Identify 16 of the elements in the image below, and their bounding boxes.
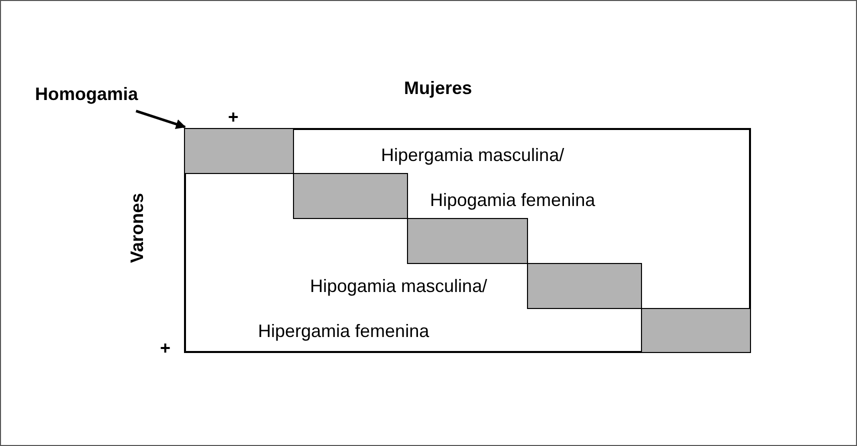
shaded-cell [527, 263, 642, 309]
shaded-cell [407, 218, 528, 264]
plus-sign: + [160, 338, 171, 358]
shaded-cell [641, 308, 751, 353]
shaded-cell [293, 173, 408, 219]
zone-label: Hipergamia femenina [258, 321, 430, 341]
axis-title: Varones [127, 192, 148, 264]
matrix-frame [184, 128, 751, 353]
zone-label: Hipogamia femenina [430, 190, 596, 210]
shaded-cell [184, 128, 294, 174]
plus-sign: + [228, 107, 239, 127]
zone-label: Hipergamia masculina/ [381, 145, 564, 165]
axis-title: Mujeres [404, 78, 472, 98]
zone-label: Hipogamia masculina/ [310, 276, 488, 296]
arrow [136, 110, 186, 129]
callout-text: Homogamia [35, 84, 138, 105]
